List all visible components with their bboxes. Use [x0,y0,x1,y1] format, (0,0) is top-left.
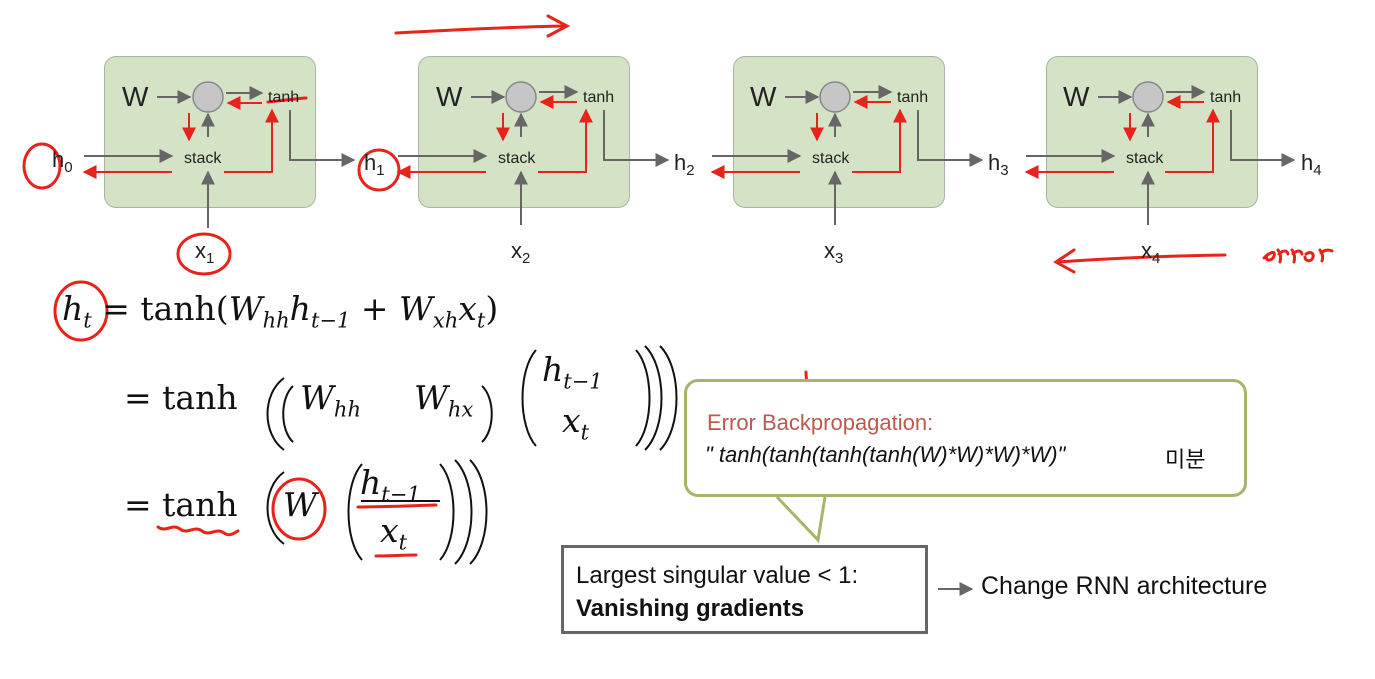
x4-label: x4 [1141,238,1161,267]
circle-h0 [22,142,62,190]
backward-error-arrowhead [1053,248,1076,274]
equation-line-2-matrix-2: Whx [414,378,474,422]
cell-2-stack-label: stack [498,150,536,167]
cell-4-W-label: W [1063,81,1090,112]
result-line-2: Vanishing gradients [576,595,805,622]
h3-label: h3 [988,150,1009,179]
cell-2-tanh-label: tanh [583,89,615,106]
callout-expression: " tanh(tanh(tanh(tanh(W)*W)*W)*W)" [705,442,1066,467]
x2-label: x2 [511,238,531,267]
equation-line-1: ht = tanh(Whhht−1 + Wxhxt) [62,289,499,333]
h2-label: h2 [674,150,695,179]
consequence-text: Change RNN architecture [981,572,1268,600]
cell-3-W-label: W [750,81,777,112]
equation-line-3-vector-top: ht−1 [360,463,421,507]
equation-line-2-vector-top: ht−1 [542,350,603,394]
equation-brackets [266,345,678,565]
vector-bottom-underline [374,553,418,558]
vector-top-underline [356,503,438,509]
cell-4-arrows [1024,81,1296,225]
h4-label: h4 [1301,150,1322,179]
cell-2-arrows [396,81,670,225]
tanh-underline [156,525,240,537]
cell-1-arrows [82,81,356,228]
equation-line-3-vector-bottom: xt [380,511,408,555]
equation-line-2-vector-bottom: xt [562,401,590,445]
tanh1-underline [266,96,308,104]
equation-line-3-W: W [283,485,317,524]
h1-label: h1 [364,150,385,179]
x1-label: x1 [195,238,215,267]
cell-3-stack-label: stack [812,150,850,167]
result-box: Largest singular value < 1: Vanishing gr… [561,545,928,634]
cell-2-W-label: W [436,81,463,112]
forward-direction-arrow [394,24,567,35]
circle-W [271,477,327,541]
callout-korean-label: 미분 [1165,448,1206,473]
forward-direction-arrowhead [546,14,571,38]
callout-title: Error Backpropagation: [707,410,934,435]
cell-1-W-label: W [122,81,149,112]
circle-h1 [357,148,401,192]
rnn-cell-3 [733,56,945,208]
x3-label: x3 [824,238,844,267]
error-backprop-callout: Error Backpropagation: " tanh(tanh(tanh(… [684,379,1247,497]
equation-line-3-prefix: = tanh [124,485,238,524]
h0-label: h0 [52,147,73,176]
cell-1-tanh-label: tanh [268,89,300,106]
backward-error-arrow [1056,253,1227,264]
circle-ht [53,280,109,342]
cell-3-arrows [710,81,984,225]
error-scribble [1262,248,1334,264]
cell-1-stack-label: stack [184,150,222,167]
cell-4-tanh-label: tanh [1210,89,1242,106]
equation-line-2-matrix: Whh [300,378,361,422]
cell-3-tanh-label: tanh [897,89,929,106]
equation-line-2-prefix: = tanh [124,378,238,417]
result-line-1: Largest singular value < 1: [576,562,859,589]
callout-pointer [775,495,827,544]
circle-x1 [176,232,232,276]
cell-4-stack-label: stack [1126,150,1164,167]
